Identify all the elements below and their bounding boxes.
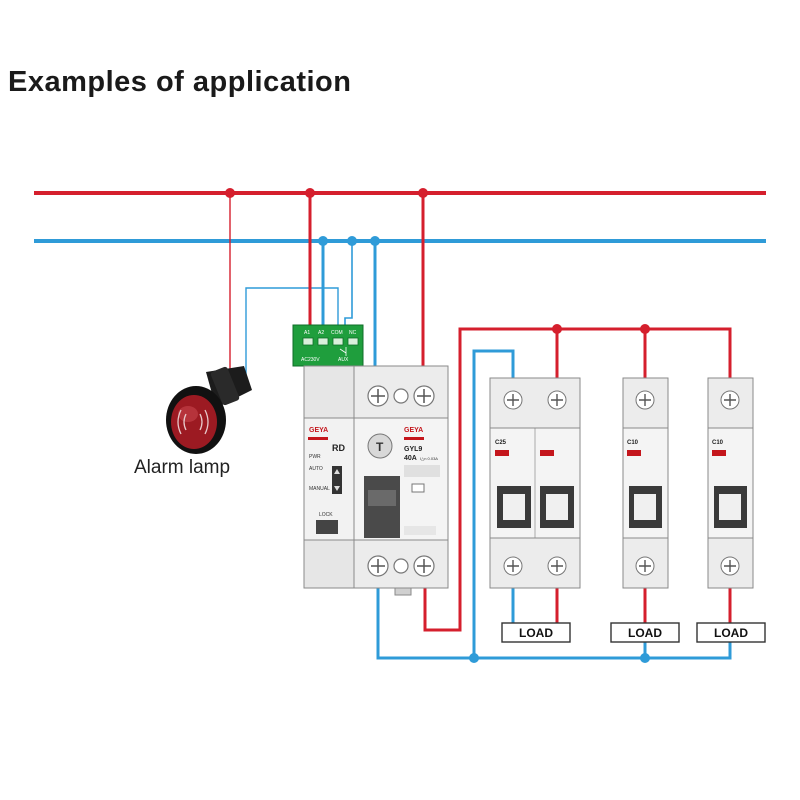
breaker-terminal: [503, 556, 523, 576]
alarm-lamp-collar: [210, 366, 240, 406]
rcd-red-bar: [404, 437, 424, 440]
breaker-red-label: [540, 450, 554, 456]
rcd-indicator-small: [411, 483, 425, 493]
terminal-screw: [332, 337, 344, 346]
rcd-indicator-window-bottom: [393, 558, 409, 574]
breaker-rating: C10: [712, 440, 724, 446]
junction-dot: [469, 653, 479, 663]
controller-bottom-cap: [303, 539, 355, 589]
rcd-top-terminal: [413, 385, 435, 407]
junction-dot: [640, 324, 650, 334]
controller-top-cap: [303, 365, 355, 419]
junction-dot: [418, 188, 428, 198]
rcd-handle-grip: [368, 490, 396, 506]
rcd-model: GYL9: [404, 446, 422, 453]
breaker-terminal: [635, 390, 655, 410]
alarm-lamp-highlight: [178, 406, 198, 422]
breaker-bottom-cap: [489, 537, 581, 589]
rcd-standards-text: [404, 526, 436, 535]
load-box-1: LOAD: [501, 622, 571, 643]
terminal-screw: [347, 337, 359, 346]
breaker-c10-1: C10: [622, 377, 669, 589]
test-button-label: T: [376, 440, 384, 454]
junction-dot: [370, 236, 380, 246]
controller-lock-label: LOCK: [319, 512, 333, 518]
terminal-screws: [302, 337, 359, 346]
junction-dot: [552, 324, 562, 334]
controller-pwr-label: PWR: [309, 454, 321, 460]
terminal-label-com: COM: [331, 330, 343, 336]
rcd-bottom-terminal: [367, 555, 389, 577]
rcd-operating-handle[interactable]: [364, 476, 400, 538]
terminal-label-a1: A1: [304, 330, 310, 336]
alarm-lamp: [166, 366, 252, 454]
terminal-label-nc: NC: [349, 330, 357, 336]
rcd-bottom-terminal: [413, 555, 435, 577]
breaker-c10-2: C10: [707, 377, 754, 589]
controller-rcd-unit: GEYA RD PWR AUTO MANUAL LOCK GEYA GYL9 4…: [303, 365, 449, 596]
terminal-screw: [302, 337, 314, 346]
rcd-spec-block: [404, 465, 440, 477]
controller-red-bar: [308, 437, 328, 440]
mode-arrow-up-icon: [334, 469, 340, 474]
breaker-c25: C25: [489, 377, 581, 589]
junction-dot: [347, 236, 357, 246]
terminal-label-ac230v: AC230V: [301, 357, 320, 363]
breaker-rating: C10: [627, 440, 639, 446]
alarm-lamp-label: Alarm lamp: [134, 457, 230, 478]
rcd-sensitivity: I△n 0.03A: [420, 456, 438, 461]
rcd-rating: 40A: [404, 455, 417, 462]
controller-com-neutral-wire: [344, 241, 353, 327]
alarm-neutral-wire: [245, 287, 339, 382]
load-box-2: LOAD: [610, 622, 680, 643]
terminal-screw: [317, 337, 329, 346]
junction-dot: [640, 653, 650, 663]
test-button[interactable]: [367, 433, 393, 459]
rcd-live-out-wire: [423, 327, 732, 632]
controller-brand: GEYA: [309, 427, 328, 434]
terminal-label-aux: AUX: [338, 357, 349, 363]
load-label: LOAD: [714, 626, 748, 640]
breaker-rating: C25: [495, 440, 507, 446]
controller-model: RD: [332, 443, 345, 453]
load-label: LOAD: [628, 626, 662, 640]
junction-dots: [225, 188, 650, 663]
relay-contact-symbol: [339, 347, 347, 356]
rcd-brand: GEYA: [404, 427, 423, 434]
breaker-handle[interactable]: [634, 494, 656, 520]
rcd-neutral-out-wire: [376, 586, 732, 660]
breaker-red-label: [712, 450, 726, 456]
rcd-indicator-window: [393, 388, 409, 404]
mode-arrow-down-icon: [334, 486, 340, 491]
lock-slider[interactable]: [316, 520, 338, 534]
terminal-label-a2: A2: [318, 330, 324, 336]
load-label: LOAD: [519, 626, 553, 640]
breaker-handle[interactable]: [503, 494, 525, 520]
junction-dot: [225, 188, 235, 198]
breaker-top-cap: [489, 377, 581, 429]
breaker-red-label: [495, 450, 509, 456]
sound-wave-icon: [177, 409, 209, 435]
breaker-terminal: [720, 556, 740, 576]
breaker-red-label: [627, 450, 641, 456]
breaker1-neutral-in-wire: [472, 349, 515, 658]
junction-dot: [305, 188, 315, 198]
mode-selector-switch[interactable]: [332, 466, 342, 494]
breaker-handle[interactable]: [719, 494, 741, 520]
breaker-terminal: [503, 390, 523, 410]
page-title: Examples of application: [8, 66, 352, 98]
controller-auto-label: AUTO: [309, 466, 323, 472]
breaker-terminal: [547, 390, 567, 410]
breaker-terminal: [720, 390, 740, 410]
breaker-handle[interactable]: [546, 494, 568, 520]
breaker-terminal: [635, 556, 655, 576]
junction-dot: [318, 236, 328, 246]
din-clip: [394, 587, 412, 596]
rcd-top-terminal: [367, 385, 389, 407]
breaker-terminal: [547, 556, 567, 576]
load-box-3: LOAD: [696, 622, 766, 643]
terminal-block: A1 A2 COM NC AC230V AUX: [292, 324, 364, 367]
controller-manual-label: MANUAL: [309, 486, 330, 492]
